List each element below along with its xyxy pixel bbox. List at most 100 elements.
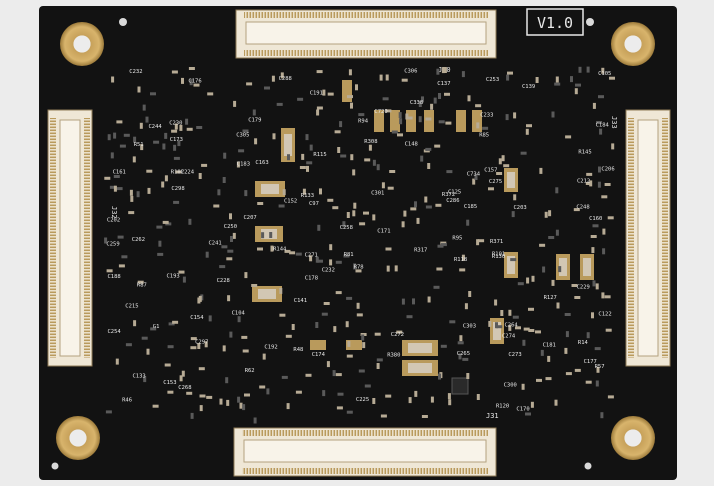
smd-part <box>309 144 313 151</box>
smd-part <box>117 235 124 239</box>
designator-label: C224 <box>181 169 195 175</box>
smd-part <box>125 343 132 347</box>
smd-part <box>205 251 209 258</box>
smd-part <box>525 412 531 416</box>
smd-part <box>315 256 319 263</box>
smd-part <box>586 66 590 73</box>
smd-part <box>607 216 614 220</box>
smd-part <box>168 322 175 326</box>
smd-part <box>513 194 517 201</box>
designator-label: C193 <box>167 273 180 279</box>
smd-part <box>585 380 592 384</box>
designator-label: C161 <box>113 169 126 175</box>
designator-label: C274 <box>502 334 516 340</box>
smd-part <box>364 158 371 162</box>
smd-part <box>418 101 422 107</box>
designator-label: C188 <box>108 274 121 280</box>
smd-part <box>547 355 551 362</box>
smd-part <box>335 373 342 377</box>
smd-part <box>246 82 253 86</box>
designator-label: C272 <box>391 332 404 338</box>
smd-part <box>145 116 149 123</box>
designator-label: C215 <box>125 303 138 309</box>
smd-part <box>140 144 144 151</box>
smd-part <box>327 198 334 202</box>
smd-part <box>347 340 351 347</box>
designator-label: C177 <box>584 359 597 365</box>
smd-part <box>405 113 409 120</box>
smd-part <box>416 217 420 224</box>
smd-part <box>336 406 343 410</box>
designator-label: C183 <box>237 161 250 167</box>
designator-label: R57 <box>595 364 605 370</box>
small-components <box>104 66 615 424</box>
smd-part <box>104 237 108 244</box>
smd-part <box>123 133 130 137</box>
smd-part <box>104 176 111 180</box>
smd-part <box>323 302 330 305</box>
designator-label: R85 <box>479 133 489 139</box>
smd-part <box>164 363 171 367</box>
smd-part <box>362 342 366 349</box>
smd-part <box>136 191 140 198</box>
designator-label: C275 <box>489 179 502 185</box>
smd-part <box>146 169 153 173</box>
smd-part <box>259 385 266 389</box>
designator-label: C184 <box>596 122 610 128</box>
smd-part <box>178 270 185 274</box>
smd-part <box>322 89 326 96</box>
smd-part <box>595 283 599 290</box>
designator-label: C244 <box>149 124 163 130</box>
smd-part <box>458 353 462 360</box>
smd-part <box>597 181 601 188</box>
smd-part <box>525 128 529 135</box>
smd-part <box>386 265 390 272</box>
smd-part <box>421 415 428 418</box>
connector-top <box>235 9 497 59</box>
designator-label: R133 <box>301 193 314 199</box>
designator-label: C97 <box>309 201 319 207</box>
designator-label: R102 <box>171 170 184 176</box>
smd-part <box>435 203 442 207</box>
smd-part <box>462 357 469 361</box>
smd-part <box>340 154 347 158</box>
designator-label: C171 <box>377 228 390 234</box>
smd-part <box>326 361 330 368</box>
smd-part <box>161 181 165 188</box>
smd-part <box>305 134 309 141</box>
smd-part <box>461 71 465 78</box>
designator-label: C258 <box>340 225 353 231</box>
designator-label: C153 <box>163 380 176 386</box>
designator-label: R127 <box>544 295 557 301</box>
smd-part <box>459 268 466 272</box>
smd-part <box>574 88 578 95</box>
designator-label: G1 <box>153 324 160 330</box>
smd-part <box>147 187 151 194</box>
smd-part <box>242 404 246 411</box>
smd-part <box>508 324 512 331</box>
smd-part <box>177 140 181 147</box>
designator-label: C273 <box>508 352 521 358</box>
smd-part <box>132 156 136 163</box>
smd-part <box>188 218 192 225</box>
smd-part <box>352 169 356 176</box>
designator-label: R81 <box>344 252 354 258</box>
smd-part <box>401 221 405 228</box>
smd-part <box>517 282 524 286</box>
smd-part <box>350 154 354 161</box>
smd-part <box>334 130 341 134</box>
smd-part <box>316 109 320 116</box>
designator-label: C160 <box>589 216 602 222</box>
smd-part <box>352 210 356 217</box>
smd-part <box>374 332 381 336</box>
smd-part <box>236 161 240 168</box>
smd-part <box>578 66 582 73</box>
smd-part <box>427 163 431 169</box>
smd-part <box>607 395 614 399</box>
smd-part <box>434 144 441 148</box>
smd-part <box>337 392 344 396</box>
smd-part <box>602 228 606 235</box>
smd-part <box>270 245 274 252</box>
smd-part <box>447 393 451 400</box>
